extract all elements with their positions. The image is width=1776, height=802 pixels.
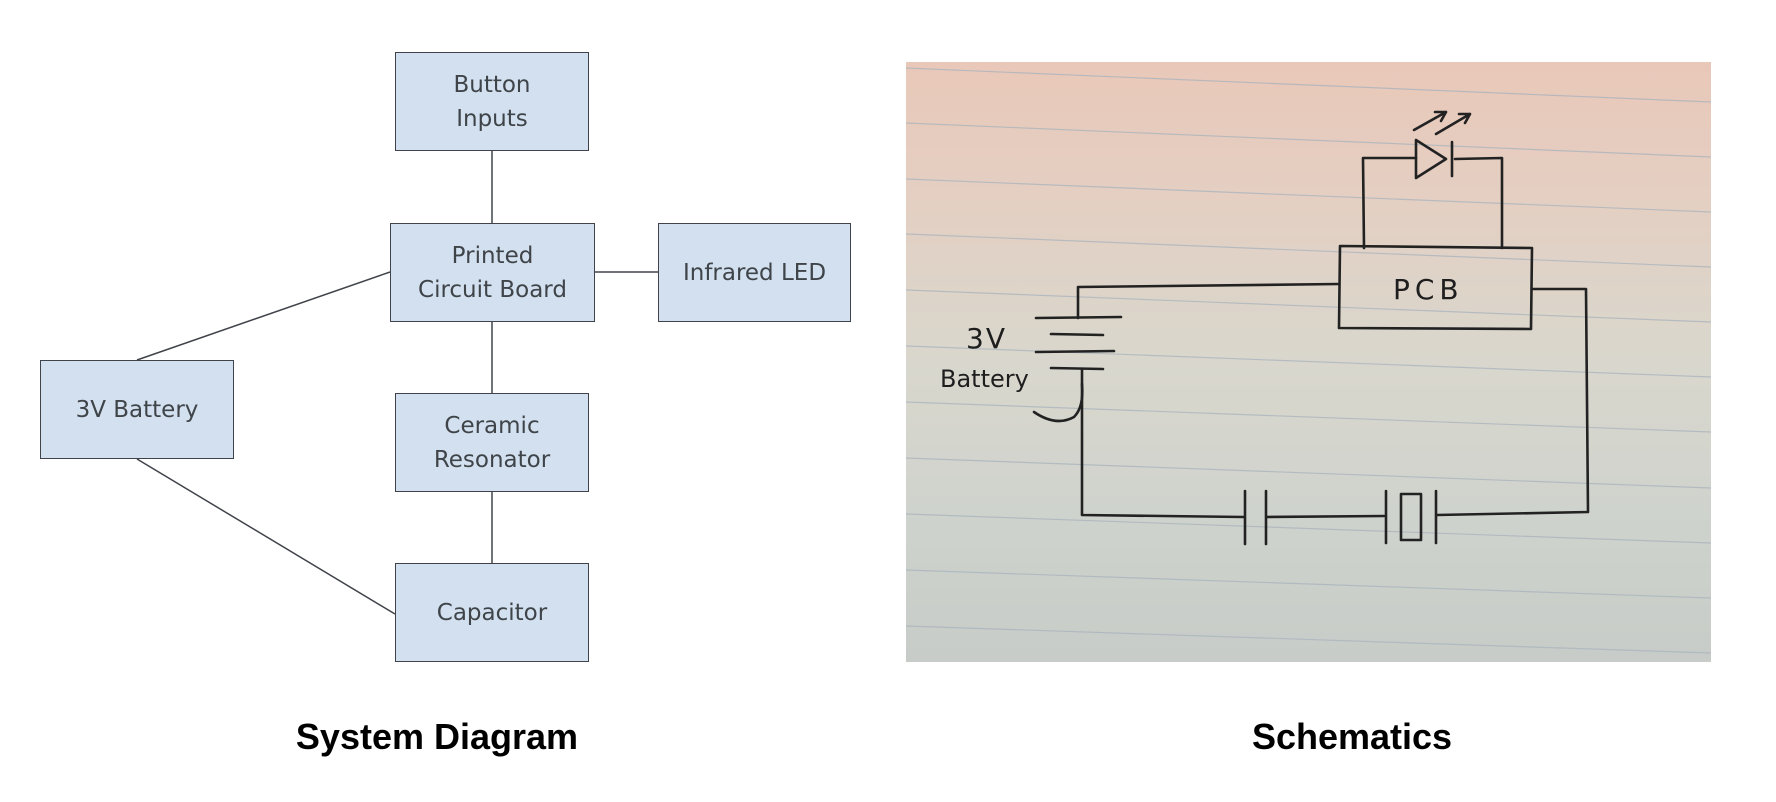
infrared-led-block: Infrared LED [658,223,851,322]
battery-label: 3V Battery [76,393,199,427]
battery-block: 3V Battery [40,360,234,459]
wire-battery-to-capacitor [1082,369,1244,517]
printed-circuit-board-label: Printed Circuit Board [418,239,567,307]
wire-battery-to-pcb [1078,284,1339,318]
button-inputs-block: Button Inputs [395,52,589,151]
infrared-led-label: Infrared LED [683,256,826,290]
schematics-caption: Schematics [1152,716,1552,758]
button-inputs-label: Button Inputs [453,68,530,136]
ceramic-resonator-label: Ceramic Resonator [434,409,550,477]
printed-circuit-board-block: Printed Circuit Board [390,223,595,322]
led-wire-left [1363,158,1416,248]
capacitor-block: Capacitor [395,563,589,662]
schematic-photo: PCB 3V Battery [906,62,1711,662]
battery-word-label: Battery [940,365,1029,393]
system-diagram-caption: System Diagram [237,716,637,758]
pcb-label: PCB [1393,273,1464,306]
schematic-drawing: PCB 3V Battery [906,62,1711,662]
battery-label-curve [1034,384,1082,421]
wire-capacitor-to-resonator [1267,516,1384,517]
battery-symbol-icon [1036,317,1121,369]
system-diagram: Button Inputs Printed Circuit Board Infr… [0,0,870,690]
capacitor-label: Capacitor [437,596,547,630]
led-emission-arrows-icon [1414,112,1470,134]
resonator-symbol-icon [1386,491,1436,543]
battery-voltage-label: 3V [966,322,1007,355]
wire-battery-capacitor [137,459,395,614]
capacitor-symbol-icon [1245,491,1266,544]
ceramic-resonator-block: Ceramic Resonator [395,393,589,492]
wire-battery-pcb [137,272,390,360]
notebook-lines [906,68,1711,653]
